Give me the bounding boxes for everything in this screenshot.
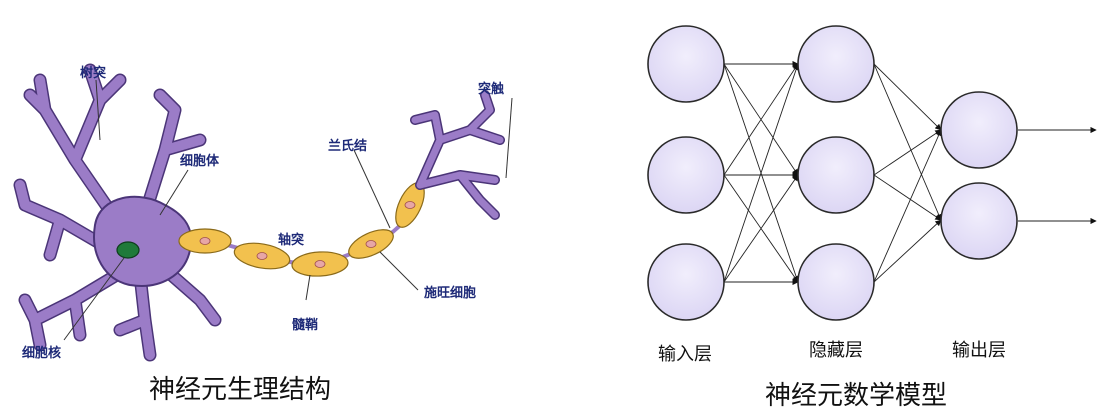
leader-lines [63, 79, 513, 341]
input-node [647, 243, 725, 321]
hidden-node [797, 25, 875, 103]
output-node [940, 182, 1018, 260]
axon-terminal [411, 91, 504, 219]
connections-hidden-output [873, 63, 942, 283]
cell-body [93, 195, 193, 287]
label-axon: 轴突 [278, 232, 304, 248]
input-node [647, 25, 725, 103]
label-synapse: 突触 [478, 81, 504, 97]
myelin-segment [291, 251, 349, 277]
connections-input-hidden [723, 60, 800, 286]
label-schwann-cell: 施旺细胞 [424, 285, 476, 301]
hidden-node [797, 243, 875, 321]
network-diagram: 输入层 隐藏层 输出层 [647, 25, 1097, 365]
myelin-sheath-segments [178, 182, 425, 277]
caption-math-model: 神经元数学模型 [765, 381, 947, 411]
label-cell-body: 细胞体 [180, 153, 220, 169]
myelin-segment [178, 228, 232, 254]
label-myelin-sheath: 髓鞘 [292, 317, 318, 333]
label-hidden-layer: 隐藏层 [809, 340, 863, 361]
caption-physiology: 神经元生理结构 [149, 375, 331, 405]
label-nucleus: 细胞核 [22, 345, 61, 361]
neuron-illustration: 树突 细胞体 细胞核 轴突 髓鞘 兰氏结 施旺细胞 突触 [13, 63, 513, 362]
output-arrows [1018, 126, 1097, 225]
label-input-layer: 输入层 [658, 344, 712, 365]
input-node [647, 136, 725, 214]
label-node-of-ranvier: 兰氏结 [328, 138, 367, 154]
myelin-segment [233, 242, 291, 270]
label-output-layer: 输出层 [952, 340, 1006, 361]
label-dendrite: 树突 [80, 65, 106, 81]
nucleus-shape [116, 241, 140, 259]
myelin-segment [348, 229, 394, 259]
hidden-node [797, 136, 875, 214]
output-node [940, 91, 1018, 169]
